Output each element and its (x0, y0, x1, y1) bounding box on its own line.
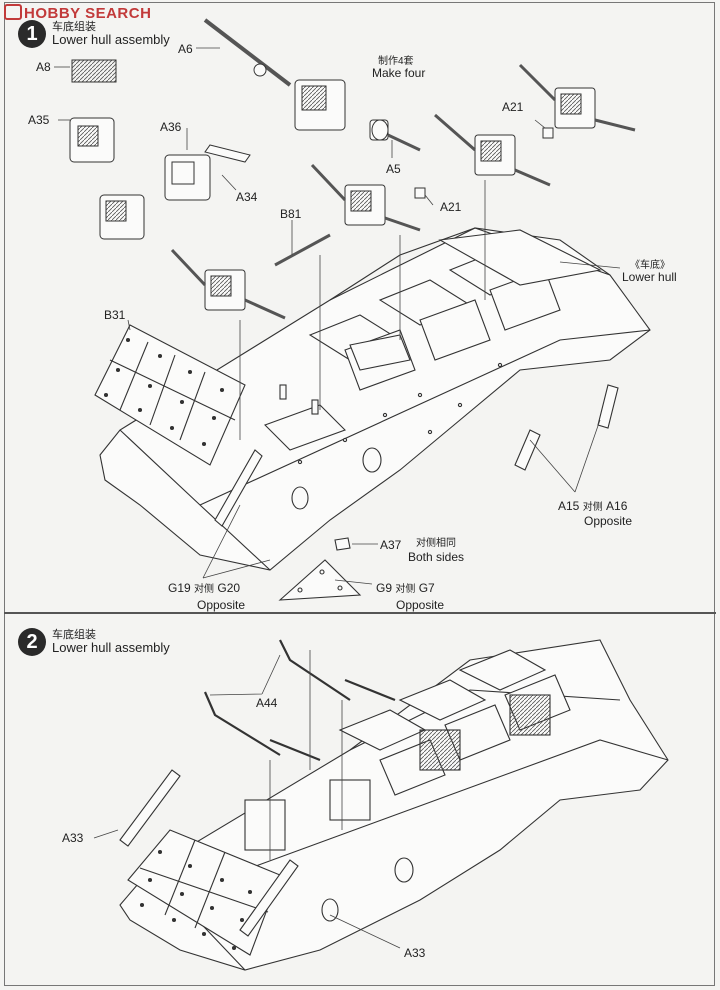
part-label-a8: A8 (36, 60, 51, 74)
lower-hull-en: Lower hull (622, 270, 677, 284)
part-label-b81: B81 (280, 207, 302, 221)
front-plate-b31 (94, 324, 246, 466)
part-label-a15-a16: A15 对侧 A16 (558, 498, 627, 513)
both-sides-cn: 对侧相同 (416, 538, 456, 549)
leader-lines-step1 (54, 47, 621, 585)
part-label-b31: B31 (104, 308, 126, 322)
hobby-search-logo-icon (4, 4, 22, 20)
hobby-search-watermark: HOBBY SEARCH (4, 4, 151, 22)
step-divider (4, 612, 716, 614)
step-1-title-en: Lower hull assembly (52, 32, 170, 47)
lower-hull-cn: 《车底》 (630, 260, 670, 271)
part-label-g7: G7 (418, 581, 435, 595)
part-label-g20: G20 (217, 581, 241, 595)
part-label-a37: A37 (380, 538, 402, 552)
suspension-units-step1 (170, 18, 636, 320)
detail-parts-step1 (214, 384, 619, 601)
part-label-a35: A35 (28, 113, 50, 127)
part-label-a34: A34 (236, 190, 258, 204)
part-label-a44: A44 (256, 696, 278, 710)
opposite-cn-g20: 对侧 (194, 584, 215, 595)
part-label-a5: A5 (386, 162, 401, 176)
step-1-title-cn: 车底组装 (52, 21, 96, 33)
part-label-a36: A36 (160, 120, 182, 134)
both-sides-en: Both sides (408, 550, 465, 564)
part-label-g19: G19 (168, 581, 191, 595)
part-label-g9: G9 (376, 581, 393, 595)
step-2-title-en: Lower hull assembly (52, 640, 170, 655)
make-four-cn: 制作4套 (378, 56, 414, 67)
part-label-a33-bottom: A33 (404, 946, 426, 960)
part-label-a16: A16 (606, 499, 628, 513)
leader-lines-step2 (93, 650, 401, 949)
opposite-cn-g7: 对侧 (395, 584, 416, 595)
part-label-g19-g20: G19 对侧 G20 (168, 580, 240, 595)
step-1-number: 1 (18, 20, 46, 48)
lower-hull-step2 (119, 639, 669, 971)
step-2-number: 2 (18, 628, 46, 656)
part-label-a15: A15 (558, 499, 580, 513)
opposite-en-a16: Opposite (584, 514, 633, 528)
part-label-a21-lower: A21 (440, 200, 462, 214)
make-four-en: Make four (372, 66, 426, 80)
watermark-brand: HOBBY SEARCH (24, 5, 152, 22)
part-label-a33-left: A33 (62, 831, 84, 845)
opposite-en-g7: Opposite (396, 598, 445, 612)
step-2-title-cn: 车底组装 (52, 629, 96, 641)
part-label-g9-g7: G9 对侧 G7 (376, 580, 435, 595)
part-label-a6: A6 (178, 42, 193, 56)
gearbox-parts-step1 (69, 59, 251, 240)
instruction-frame (4, 2, 715, 986)
opposite-en-g20: Opposite (197, 598, 246, 612)
part-label-a21-upper: A21 (502, 100, 524, 114)
opposite-cn-a16: 对侧 (582, 502, 603, 513)
